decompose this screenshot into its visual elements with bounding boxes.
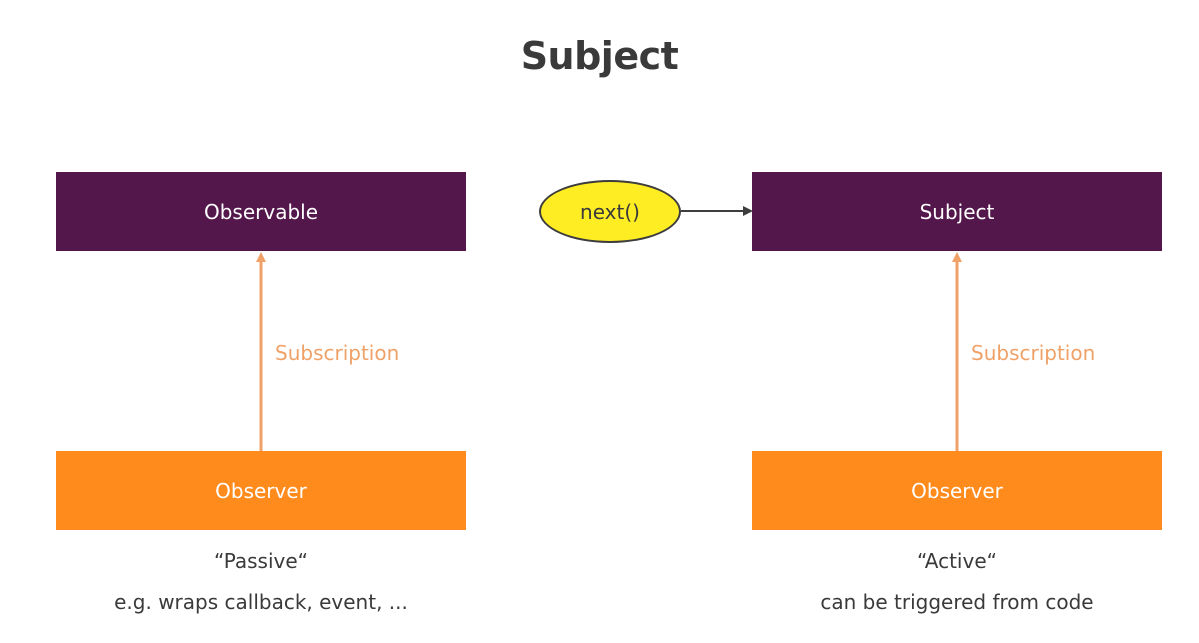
observer-box-right: Observer — [752, 451, 1162, 530]
subscription-label-left: Subscription — [275, 341, 400, 365]
subscription-label-right: Subscription — [971, 341, 1096, 365]
diagram-title: Subject — [520, 34, 679, 78]
active-description: can be triggered from code — [820, 590, 1094, 614]
next-trigger-oval: next() — [539, 180, 681, 243]
active-caption: “Active“ — [916, 549, 997, 573]
observer-box-left: Observer — [56, 451, 466, 530]
subject-box: Subject — [752, 172, 1162, 251]
observable-box: Observable — [56, 172, 466, 251]
passive-caption: “Passive“ — [213, 549, 309, 573]
passive-description: e.g. wraps callback, event, ... — [114, 590, 408, 614]
